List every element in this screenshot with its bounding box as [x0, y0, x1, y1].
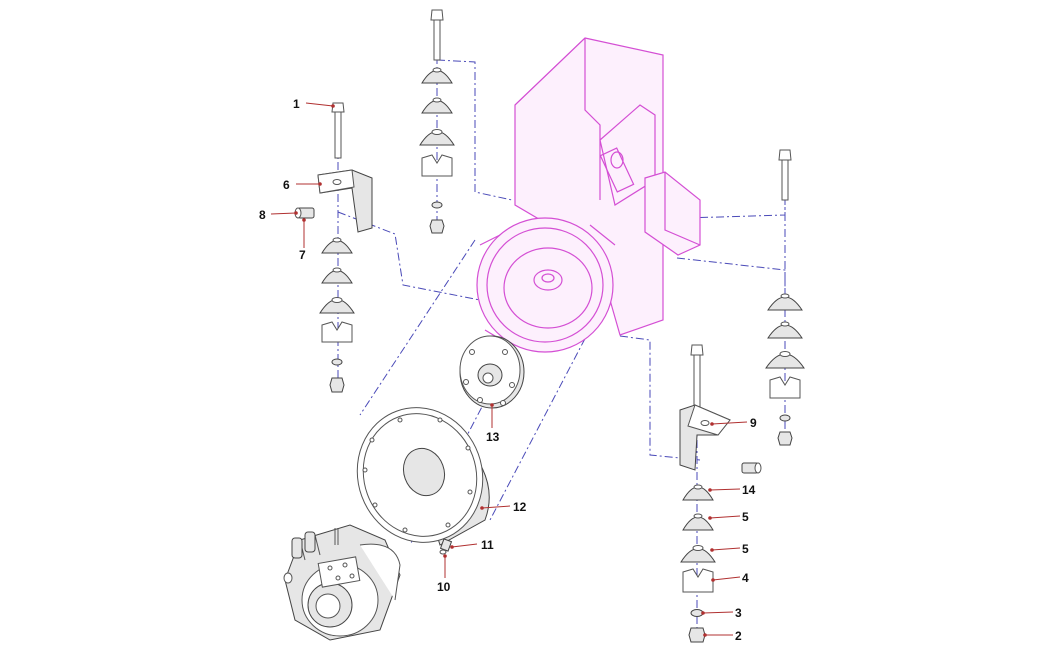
callout-2: 2 [735, 629, 742, 643]
callout-11: 11 [481, 538, 494, 552]
callout-5-upper: 5 [742, 510, 749, 524]
callout-9: 9 [750, 416, 757, 430]
fitting-7-8 [294, 207, 315, 219]
callout-14: 14 [742, 483, 756, 497]
engine-block [476, 37, 701, 353]
right-bolt [778, 149, 792, 201]
right-mount-stack [765, 293, 805, 446]
callout-7: 7 [299, 248, 306, 262]
bolt-10-11 [439, 538, 453, 555]
callout-8: 8 [259, 208, 266, 222]
left-isolator-stack [319, 237, 355, 393]
callout-labels: 1 6 8 7 13 12 11 10 9 14 5 5 4 3 2 [259, 97, 757, 643]
callout-1: 1 [293, 97, 300, 111]
bolt-1 [331, 102, 345, 159]
left-mount-stack [294, 102, 373, 393]
generator-unit [283, 524, 401, 641]
coupling-disc-13 [459, 335, 525, 409]
callout-4: 4 [742, 571, 749, 585]
callout-10: 10 [437, 580, 451, 594]
top-mount-stack [419, 9, 455, 234]
bracket-6 [317, 169, 373, 233]
callout-leaders [270, 102, 748, 637]
bracket-9 [679, 404, 731, 471]
callout-5-lower: 5 [742, 542, 749, 556]
callout-13: 13 [486, 430, 500, 444]
callout-6: 6 [283, 178, 290, 192]
callout-12: 12 [513, 500, 527, 514]
lower-right-mount-stack [679, 344, 762, 643]
adapter-housing-12 [356, 407, 490, 546]
fitting-right [741, 462, 762, 474]
callout-3: 3 [735, 606, 742, 620]
